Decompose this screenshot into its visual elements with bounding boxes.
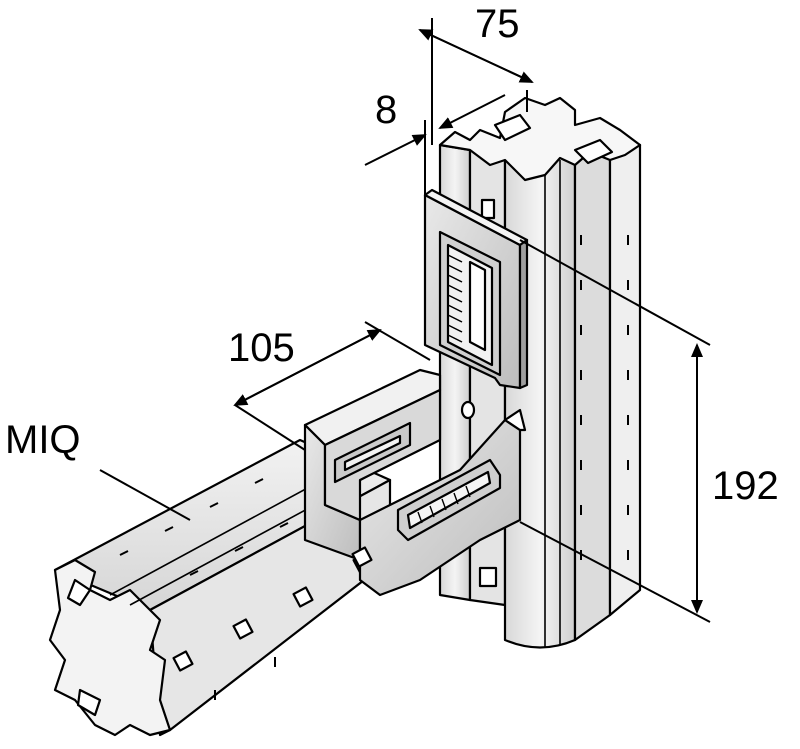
dim-8-line-b xyxy=(438,94,506,129)
post-back-face xyxy=(608,143,642,617)
miq-callout-label: MIQ xyxy=(5,418,81,462)
dim-75-label: 75 xyxy=(475,2,520,46)
dim-192-label: 192 xyxy=(712,464,779,508)
dimension-lines xyxy=(99,18,711,623)
miq-leader-line xyxy=(99,469,191,521)
dim-8-label: 8 xyxy=(375,88,398,132)
post-top-profile xyxy=(438,96,642,182)
vertical-post xyxy=(438,96,642,649)
vertical-plate xyxy=(423,188,529,390)
horizontal-bracket xyxy=(303,368,527,597)
post-right-face xyxy=(573,123,612,642)
dim-8-line-a xyxy=(364,134,427,166)
dim-105-label: 105 xyxy=(228,326,295,370)
